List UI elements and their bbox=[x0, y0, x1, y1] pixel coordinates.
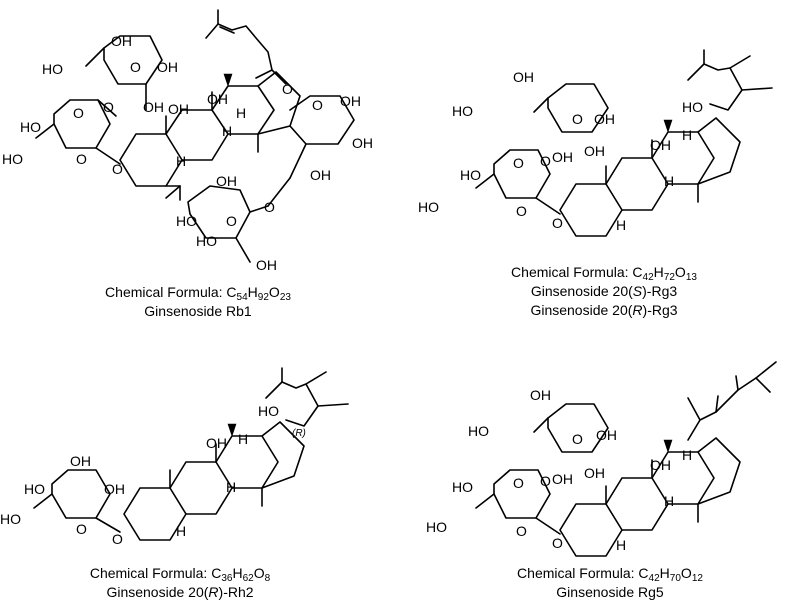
oxygen-label: O bbox=[112, 531, 123, 547]
hydrogen-label: H bbox=[616, 537, 626, 553]
hydroxyl-label: OH bbox=[352, 135, 373, 151]
formula-line: Chemical Formula: C42H72O13 bbox=[511, 264, 697, 283]
hydrogen-label: H bbox=[238, 431, 248, 447]
hydroxyl-label: OH bbox=[216, 173, 237, 189]
structure-rh2: OH HO OH HO O O OH H H H HO (R) bbox=[0, 367, 349, 547]
oxygen-label: O bbox=[513, 155, 524, 171]
hydrogen-label: H bbox=[682, 127, 692, 143]
hydroxyl-label: OH bbox=[340, 93, 361, 109]
hydroxyl-label: OH bbox=[206, 435, 227, 451]
hydroxyl-label: HO bbox=[176, 213, 197, 229]
hydroxyl-label: HO bbox=[418, 199, 439, 215]
compound-name: Ginsenoside Rg5 bbox=[556, 584, 664, 600]
caption-rh2: Chemical Formula: C36H62O8 Ginsenoside 2… bbox=[30, 564, 330, 602]
hydroxyl-label: OH bbox=[256, 257, 277, 273]
oxygen-label: O bbox=[516, 523, 527, 539]
oxygen-label: O bbox=[540, 473, 551, 489]
hydrogen-label: H bbox=[222, 123, 232, 139]
hydroxyl-label: HO bbox=[468, 423, 489, 439]
caption-rb1: Chemical Formula: C54H92O23 Ginsenoside … bbox=[48, 283, 348, 321]
hydroxyl-label: HO bbox=[258, 403, 279, 419]
oxygen-label: O bbox=[76, 521, 87, 537]
svg-text:(R): (R) bbox=[292, 428, 306, 439]
hydrogen-label: H bbox=[616, 217, 626, 233]
hydroxyl-label: OH bbox=[111, 33, 132, 49]
hydroxyl-label: HO bbox=[0, 511, 21, 527]
structure-rg3: OH HO O OH OH OH HO O O HO O O OH H H H … bbox=[418, 49, 773, 237]
oxygen-label: O bbox=[572, 111, 583, 127]
oxygen-label: O bbox=[516, 203, 527, 219]
caption-rg3: Chemical Formula: C42H72O13 Ginsenoside … bbox=[454, 263, 754, 320]
hydroxyl-label: HO bbox=[426, 519, 447, 535]
oxygen-label: O bbox=[73, 105, 84, 121]
hydroxyl-label: OH bbox=[552, 149, 573, 165]
hydroxyl-label: HO bbox=[682, 99, 703, 115]
oxygen-label: O bbox=[312, 97, 323, 113]
structure-rb1: OH HO O OH OH OH HO O O HO O O OH H H H … bbox=[2, 9, 373, 273]
oxygen-label: O bbox=[264, 199, 275, 215]
hydroxyl-label: HO bbox=[196, 233, 217, 249]
hydrogen-label: H bbox=[682, 447, 692, 463]
hydroxyl-label: OH bbox=[584, 143, 605, 159]
oxygen-label: O bbox=[540, 153, 551, 169]
caption-rg5: Chemical Formula: C42H70O12 Ginsenoside … bbox=[460, 564, 760, 602]
hydroxyl-label: OH bbox=[157, 59, 178, 75]
hydroxyl-label: OH bbox=[513, 69, 534, 85]
oxygen-label: O bbox=[112, 161, 123, 177]
hydroxyl-label: HO bbox=[24, 481, 45, 497]
structure-rg5: OH HO O OH OH OH HO O O HO O O OH H H H bbox=[426, 361, 777, 557]
oxygen-label: O bbox=[76, 151, 87, 167]
oxygen-label: O bbox=[103, 99, 114, 115]
hydroxyl-label: OH bbox=[650, 137, 671, 153]
hydroxyl-label: HO bbox=[460, 167, 481, 183]
hydroxyl-label: OH bbox=[596, 427, 617, 443]
hydroxyl-label: OH bbox=[584, 465, 605, 481]
oxygen-label: O bbox=[226, 213, 237, 229]
hydroxyl-label: OH bbox=[168, 101, 189, 117]
hydrogen-label: H bbox=[176, 523, 186, 539]
compound-name: Ginsenoside Rb1 bbox=[144, 303, 252, 319]
hydrogen-label: H bbox=[664, 173, 674, 189]
oxygen-label: O bbox=[513, 475, 524, 491]
hydroxyl-label: OH bbox=[207, 91, 228, 107]
oxygen-label: O bbox=[282, 81, 293, 97]
oxygen-label: O bbox=[552, 535, 563, 551]
hydroxyl-label: HO bbox=[452, 479, 473, 495]
hydroxyl-label: OH bbox=[650, 457, 671, 473]
hydroxyl-label: HO bbox=[452, 103, 473, 119]
hydroxyl-label: OH bbox=[530, 387, 551, 403]
hydroxyl-label: OH bbox=[70, 453, 91, 469]
hydrogen-label: H bbox=[236, 105, 246, 121]
hydrogen-label: H bbox=[226, 479, 236, 495]
compound-name: Ginsenoside 20(R)-Rh2 bbox=[106, 584, 254, 600]
hydrogen-label: H bbox=[664, 493, 674, 509]
hydroxyl-label: HO bbox=[42, 61, 63, 77]
hydroxyl-label: OH bbox=[310, 167, 331, 183]
hydroxyl-label: OH bbox=[143, 99, 164, 115]
compound-name: Ginsenoside 20(R)-Rg3 bbox=[530, 302, 678, 318]
compound-name: Ginsenoside 20(S)-Rg3 bbox=[530, 283, 678, 299]
hydroxyl-label: OH bbox=[104, 481, 125, 497]
oxygen-label: O bbox=[130, 59, 141, 75]
hydroxyl-label: OH bbox=[594, 111, 615, 127]
oxygen-label: O bbox=[552, 215, 563, 231]
hydroxyl-label: HO bbox=[2, 151, 23, 167]
hydroxyl-label: HO bbox=[20, 119, 41, 135]
formula-line: Chemical Formula: C42H70O12 bbox=[517, 565, 703, 584]
formula-line: Chemical Formula: C54H92O23 bbox=[105, 284, 291, 303]
hydrogen-label: H bbox=[176, 153, 186, 169]
formula-line: Chemical Formula: C36H62O8 bbox=[89, 565, 271, 584]
hydroxyl-label: OH bbox=[552, 471, 573, 487]
oxygen-label: O bbox=[572, 431, 583, 447]
